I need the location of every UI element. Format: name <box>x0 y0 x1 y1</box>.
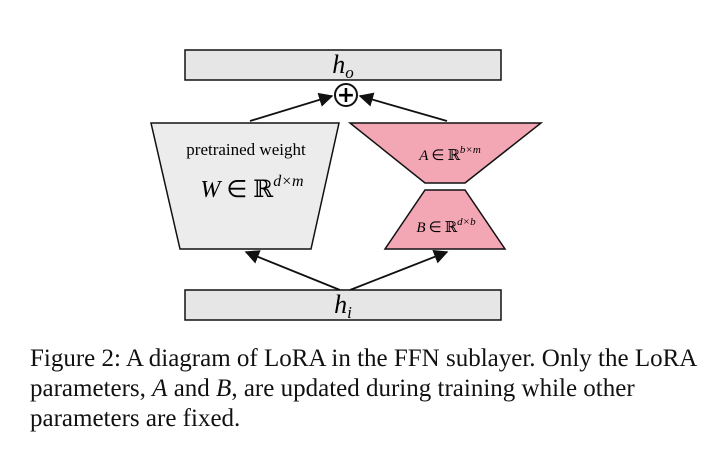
lora-a-block <box>347 122 544 184</box>
output-bar <box>184 49 502 81</box>
caption-text-3: , are updated during training while othe… <box>30 375 635 432</box>
output-label: ho <box>332 50 354 82</box>
lora-diagram: ho + pretrained weight W∈ℝd×m A∈ℝb×m B∈ℝ… <box>150 49 544 322</box>
plus-symbol: + <box>337 83 355 108</box>
caption-text-2: and <box>167 375 217 402</box>
arrow-input-to-pretrained <box>244 250 341 291</box>
pretrained-weight-label: pretrained weight <box>186 140 306 159</box>
input-label: hi <box>334 290 352 322</box>
w-formula: W∈ℝd×m <box>200 173 303 203</box>
input-bar <box>184 289 502 321</box>
caption-var-b: B <box>216 375 232 402</box>
b-formula: B∈ℝd×b <box>416 216 476 236</box>
figure-caption: Figure 2: A diagram of LoRA in the FFN s… <box>30 344 710 434</box>
arrow-pretrained-to-add <box>249 92 334 122</box>
pretrained-weight-block <box>150 122 340 250</box>
add-circle <box>334 83 358 107</box>
lora-b-block <box>383 189 507 250</box>
a-formula: A∈ℝb×m <box>418 144 481 164</box>
arrow-input-to-lora <box>349 250 449 291</box>
arrow-lora-to-add <box>358 92 448 122</box>
caption-text-1: Figure 2: A diagram of LoRA in the FFN s… <box>30 345 696 402</box>
caption-var-a: A <box>152 375 168 402</box>
